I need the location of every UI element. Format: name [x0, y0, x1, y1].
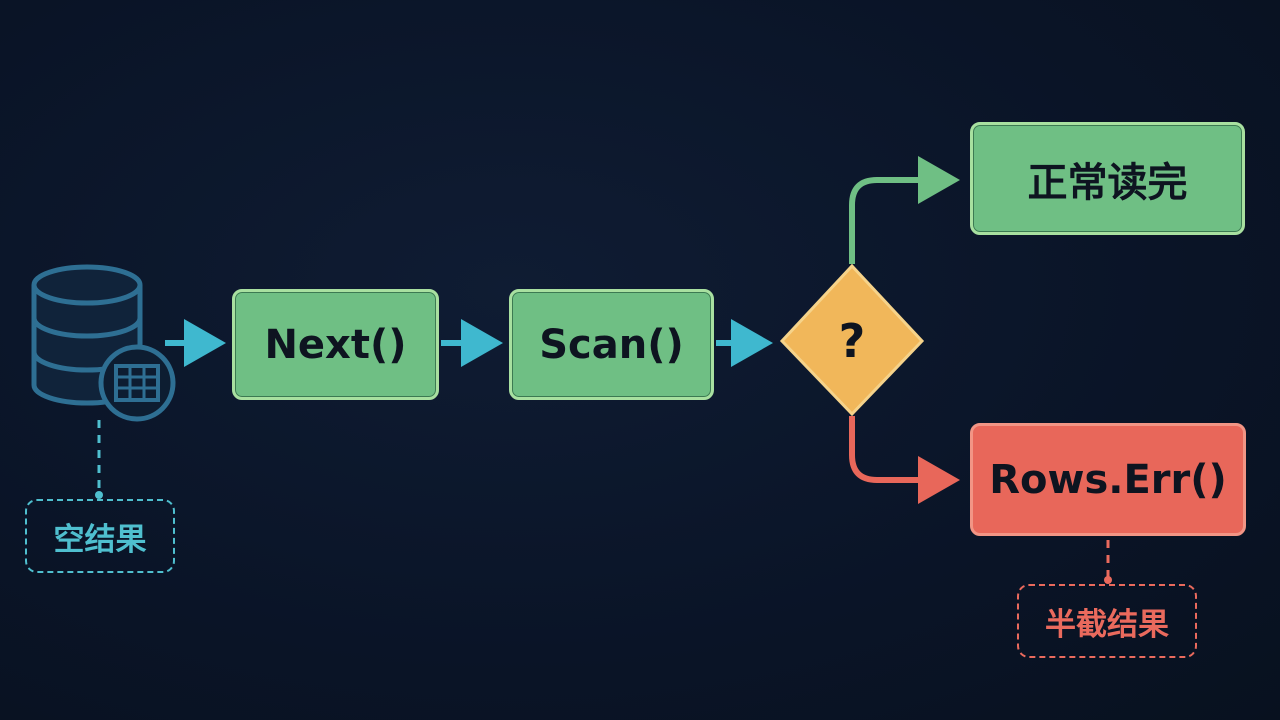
- arrow-decision-to-ok: [849, 156, 960, 264]
- node-next: Next(): [232, 289, 439, 400]
- node-normal-finish: 正常读完: [970, 122, 1245, 235]
- arrow-decision-to-err: [849, 416, 960, 504]
- node-partial-result: 半截结果: [1017, 584, 1197, 658]
- decision-label: ?: [838, 314, 866, 368]
- node-rows-err: Rows.Err(): [970, 423, 1246, 536]
- dashed-err-to-partial-dot: [1104, 576, 1112, 584]
- node-scan: Scan(): [509, 289, 714, 400]
- decision-diamond: [779, 263, 925, 417]
- dashed-db-to-empty-dot: [95, 491, 103, 499]
- database-table-icon: [31, 264, 176, 422]
- node-empty-result: 空结果: [25, 499, 175, 573]
